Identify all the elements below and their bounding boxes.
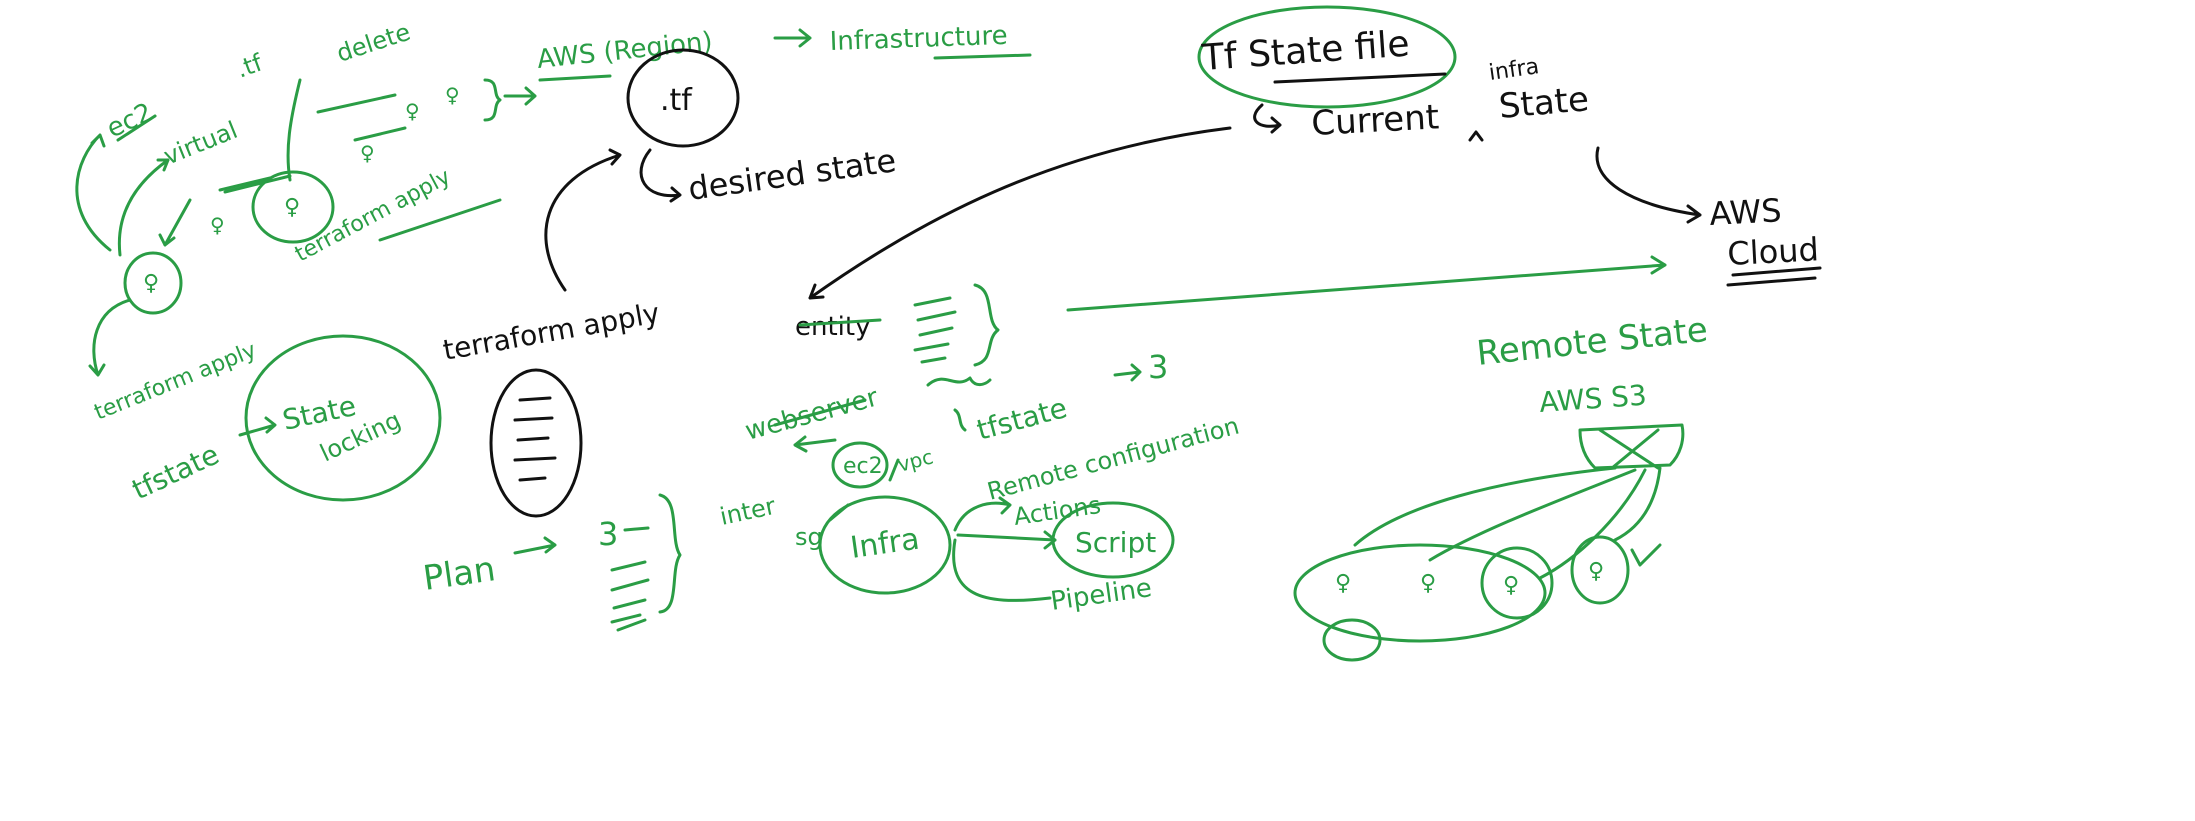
- label-tfstate-center: tfstate: [973, 391, 1070, 447]
- plan-list-lines: [610, 560, 650, 632]
- aws-underline: [538, 74, 612, 82]
- vpc-slash: [888, 458, 900, 482]
- plan-brace: [658, 493, 682, 614]
- tf-apply-top-underline: [378, 198, 502, 242]
- user-lines: [218, 93, 407, 194]
- arrow-to-ec2: [75, 133, 112, 252]
- user-circle-3: [1480, 546, 1554, 620]
- arrow-to-desired-state: [639, 148, 682, 203]
- user-glyph-1: ♀: [405, 99, 420, 123]
- label-aws-cloud-aws: AWS: [1708, 191, 1782, 233]
- label-entity: entity: [795, 312, 870, 342]
- user-glyph-2: ♀: [445, 83, 460, 107]
- users-group-oval: [1293, 543, 1547, 643]
- label-aws-cloud-cloud: Cloud: [1726, 230, 1819, 273]
- aws-cloud-underlines: [1726, 266, 1822, 287]
- remote-user-1: ♀: [1335, 571, 1351, 596]
- label-script: Script: [1075, 526, 1156, 559]
- arrow-infra-actions: [953, 496, 1012, 532]
- entity-scribble: [798, 318, 882, 327]
- label-virtual: virtual: [160, 116, 242, 171]
- arrow-region-infra: [773, 28, 812, 48]
- tf-state-file-underline: [1273, 72, 1447, 84]
- tf-state-file-oval: [1197, 5, 1457, 109]
- label-terraform-apply-center: terraform apply: [440, 296, 662, 367]
- infrastructure-underline: [933, 53, 1032, 60]
- label-aws-s3: AWS S3: [1538, 379, 1648, 419]
- entity-tail: [926, 376, 992, 387]
- arrow-brace-aws: [503, 86, 537, 106]
- arrow-to-virtual: [117, 158, 170, 257]
- right-cluster: Tf State file infra Current State AWS Cl…: [808, 5, 1822, 662]
- pipeline-curve: [952, 538, 1052, 602]
- tf-file-circle: [626, 48, 740, 148]
- label-delete: delete: [333, 18, 414, 68]
- remote-user-4: ♀: [1588, 559, 1604, 584]
- label-infrastructure: Infrastructure: [829, 21, 1008, 57]
- arrow-node-b-down: [88, 298, 132, 377]
- user-circle-4: [1570, 535, 1630, 605]
- arrow-tfstate-3: [1113, 363, 1142, 382]
- label-tf-file: .tf: [660, 83, 693, 118]
- s3-lines: [1353, 466, 1662, 580]
- brace-tfstate-center: [953, 408, 967, 432]
- label-current-state-current: Current: [1310, 97, 1440, 144]
- arrow-to-node-b: [158, 198, 192, 247]
- arrow-infra-script: [956, 530, 1057, 550]
- label-remote-state: Remote State: [1475, 310, 1710, 374]
- delete-stroke: [286, 78, 302, 182]
- remote-user-2: ♀: [1420, 571, 1436, 596]
- document-oval: [489, 368, 583, 518]
- label-tf-ext-top: .tf: [232, 48, 266, 83]
- arrow-to-entity: [808, 126, 1232, 300]
- arrow-to-aws-cloud: [1595, 146, 1702, 224]
- remote-user-3: ♀: [1503, 573, 1519, 598]
- user-glyph-3: ♀: [360, 141, 375, 165]
- user-node-circle-b: [123, 251, 183, 315]
- user-glyph-4: ♀: [210, 213, 225, 237]
- document-lines: [513, 396, 557, 482]
- s3-bucket: [1578, 423, 1685, 470]
- label-terraform-apply-left: terraform apply: [91, 338, 260, 426]
- arrow-entity-to-cloud: [1066, 255, 1667, 312]
- arrow-plan: [513, 536, 557, 555]
- arrow-apply-to-tf: [544, 148, 622, 292]
- ec2-underline: [116, 114, 157, 142]
- ec2-circle: [831, 441, 889, 489]
- label-tfstate-left: tfstate: [127, 438, 224, 507]
- label-pipeline: Pipeline: [1049, 573, 1154, 617]
- label-tfstate-count: 3: [1148, 348, 1168, 386]
- caret-mark: [1468, 130, 1484, 142]
- entity-list-lines: [913, 296, 957, 364]
- label-current-state-state: State: [1497, 79, 1590, 127]
- label-infra-center: Infra: [848, 522, 921, 566]
- user-node-circle-a: [251, 170, 335, 244]
- label-vpc: vpc: [895, 444, 936, 476]
- label-plan-count: 3: [598, 515, 618, 553]
- user-node-glyph-a: ♀: [284, 195, 300, 220]
- center-cluster: entity webserver tfstate 3 ec2 vpc inter…: [717, 255, 1667, 617]
- state-locking-circle: [244, 334, 442, 502]
- left-cluster: .tf delete ec2 virtual ♀ ♀ ♀ ♀ AWS (Regi…: [75, 18, 1032, 507]
- label-infra-small: infra: [1487, 54, 1540, 86]
- label-plan: Plan: [421, 549, 498, 599]
- entity-brace: [973, 283, 1000, 367]
- infra-circle: [818, 495, 952, 595]
- user-circle-1: [1322, 618, 1382, 662]
- arrow-tfstate-state: [238, 416, 277, 437]
- brace-left: [483, 78, 502, 122]
- webserver-underline: [773, 398, 867, 427]
- label-desired-state: desired state: [686, 141, 899, 208]
- user-node-glyph-b: ♀: [143, 271, 159, 296]
- label-sg: sg: [795, 523, 823, 551]
- label-tf-state-file: Tf State file: [1200, 24, 1411, 79]
- label-inter: inter: [717, 492, 778, 531]
- arrow-to-webserver: [793, 435, 837, 453]
- checkmark: [1630, 543, 1662, 567]
- plan-count-dash: [623, 526, 650, 532]
- arrow-to-current: [1253, 103, 1282, 134]
- script-circle: [1051, 501, 1175, 579]
- label-ec2-center: ec2: [843, 454, 883, 479]
